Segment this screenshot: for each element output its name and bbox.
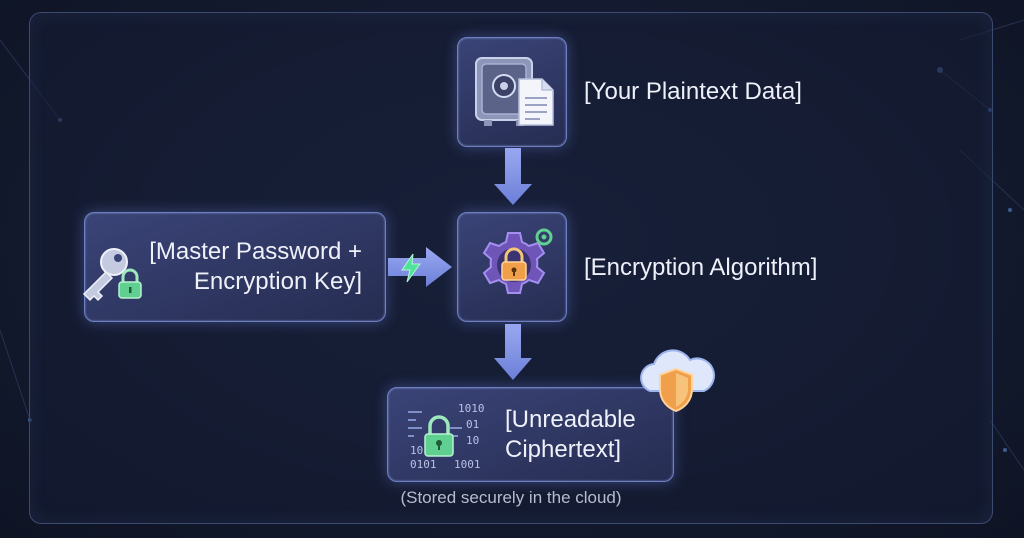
ciphertext-node: 1010 01 10 10 0101 1001 — [387, 387, 674, 482]
plaintext-node — [457, 37, 567, 147]
binary-glyph: 1010 — [458, 402, 485, 415]
arrow-key-to-algorithm — [388, 247, 452, 287]
algorithm-node — [457, 212, 567, 322]
safe-icon — [475, 57, 533, 126]
arrow-algorithm-to-ciphertext — [494, 324, 532, 380]
ciphertext-label-line1: [Unreadable — [505, 406, 636, 433]
ciphertext-label: [Unreadable Ciphertext] — [505, 405, 665, 465]
ciphertext-caption: (Stored securely in the cloud) — [400, 488, 622, 507]
binary-glyph: 1001 — [454, 458, 481, 471]
binary-lock-icon: 1010 01 10 10 0101 1001 — [408, 402, 485, 471]
binary-glyph: 01 — [466, 418, 479, 431]
cloud-icon — [640, 349, 715, 413]
key-node — [84, 212, 386, 322]
lightning-icon — [401, 253, 421, 283]
small-gear-icon — [535, 228, 553, 246]
plaintext-label: [Your Plaintext Data] — [584, 78, 802, 105]
binary-glyph: 10 — [410, 444, 423, 457]
ciphertext-label-line2: Ciphertext] — [505, 436, 622, 463]
key-label-line2: Encryption Key] — [193, 268, 362, 295]
green-padlock-icon — [118, 268, 142, 299]
padlock-icon — [501, 247, 527, 281]
key-icon — [82, 248, 128, 302]
binary-glyph: 0101 — [410, 458, 437, 471]
algorithm-label: [Encryption Algorithm] — [584, 254, 818, 281]
shield-icon — [659, 367, 693, 413]
key-label: [Master Password + Encryption Key] — [140, 237, 362, 297]
arrow-plaintext-to-algorithm — [494, 148, 532, 205]
key-label-line1: [Master Password + — [149, 238, 362, 265]
binary-glyph: 10 — [466, 434, 479, 447]
document-icon — [518, 78, 554, 126]
